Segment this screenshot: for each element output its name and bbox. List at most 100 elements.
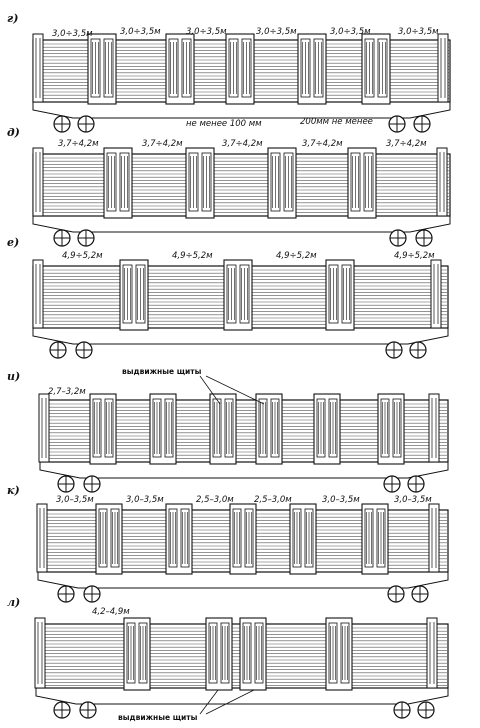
door-panel [392,398,402,458]
dim-label: 3,0–3,5м [56,495,94,505]
dimension-labels: 3,0÷3,5м 3,0÷3,5м 3,0÷3,5м 3,0÷3,5м 3,0÷… [52,27,439,39]
end-post [436,147,448,217]
end-post [38,393,50,463]
door-panel [232,508,242,568]
door-panel [152,398,162,458]
dim-label: 3,0–3,5м [126,495,164,505]
door-frame [209,393,237,465]
door-frame [361,503,389,575]
door-panel [90,38,101,98]
end-post [32,259,44,329]
underframe [32,216,451,233]
door-panel [106,152,117,212]
door-panel [364,38,375,98]
end-post [32,147,44,217]
row-letter: и) [7,370,20,383]
note-leader-line [199,689,255,715]
door-frame [255,393,283,465]
door-panel [228,38,239,98]
door-panel [212,398,222,458]
door-panel [313,38,324,98]
wagon [36,503,449,603]
door-panel [242,622,252,684]
door-frame [289,503,317,575]
door-frame [313,393,341,465]
row-letter: е) [7,236,19,249]
door-panel [340,622,350,684]
wagon-body [32,153,451,217]
row-letter: д) [7,126,20,139]
door-panel [241,38,252,98]
wagon-row-e: е) 4,9÷5,2м 4,9÷5,2м 4,9÷5,2м 4,9÷5,2м [7,236,449,359]
door-panel [239,264,250,324]
min-gap-note: не менее 100 мм [186,119,262,129]
door-panel [341,264,352,324]
wagon-row-k: к) 3,0–3,5м 3,0–3,5м 2,5–3,0м 2,5–3,0м 3… [7,484,449,603]
dimension-labels: 3,0–3,5м 3,0–3,5м 2,5–3,0м 2,5–3,0м 3,0–… [56,495,432,505]
door-frame [123,617,151,691]
door-panel [254,622,264,684]
underframe [35,688,449,705]
wagon [34,617,449,719]
door-panel [292,508,302,568]
wagon-row-l: л) 4,2–4,9м выдвижные щиты [7,596,449,722]
door-panel [103,38,114,98]
wagon [32,259,449,359]
dim-label: 3,7÷4,2м [142,139,183,149]
dim-label: 3,7÷4,2м [386,139,427,149]
door-panel [283,152,294,212]
door-frame [89,393,117,465]
door-panel [377,38,388,98]
min-gap-note: 200мм не менее [300,117,373,127]
door-panel [181,38,192,98]
end-post [36,503,48,573]
door-panel [328,622,338,684]
door-panel [270,152,281,212]
door-panel [328,398,338,458]
door-frame [325,617,353,691]
wagon-row-i: и) 2,7–3,2м выдвижные щиты [7,367,449,493]
dim-label: 3,0÷3,5м [256,27,297,37]
door-panel [208,622,218,684]
door-panel [258,398,268,458]
door-panel [104,398,114,458]
door-panel [350,152,361,212]
end-post [428,393,440,463]
door-frame [205,617,233,691]
door-panel [316,398,326,458]
underframe [32,328,449,345]
door-panel [380,398,390,458]
door-panel [328,264,339,324]
dim-label: 4,9÷5,2м [62,251,103,261]
end-post [430,259,442,329]
end-post [426,617,438,689]
wagon [38,393,449,493]
door-panel [110,508,120,568]
dim-label: 3,7÷4,2м [302,139,343,149]
door-panel [138,622,148,684]
note-leader-line [199,375,265,405]
door-panel [304,508,314,568]
door-panel [226,264,237,324]
door-panel [168,508,178,568]
end-post [34,617,46,689]
door-frame [149,393,177,465]
row-letter: г) [7,12,18,25]
dim-label: 4,9÷5,2м [276,251,317,261]
door-panel [188,152,199,212]
row-letter: к) [7,484,20,497]
door-panel [300,38,311,98]
dim-label: 3,0÷3,5м [330,27,371,37]
dim-label: 2,7–3,2м [48,387,86,397]
door-panel [363,152,374,212]
dim-label: 4,9÷5,2м [394,251,435,261]
door-panel [164,398,174,458]
dim-label: 2,5–3,0м [254,495,292,505]
dim-label: 3,0÷3,5м [120,27,161,37]
wagon [32,147,451,247]
door-panel [220,622,230,684]
row-letter: л) [7,596,20,609]
dimension-labels: 3,7÷4,2м 3,7÷4,2м 3,7÷4,2м 3,7÷4,2м 3,7÷… [58,139,427,149]
door-panel [168,38,179,98]
